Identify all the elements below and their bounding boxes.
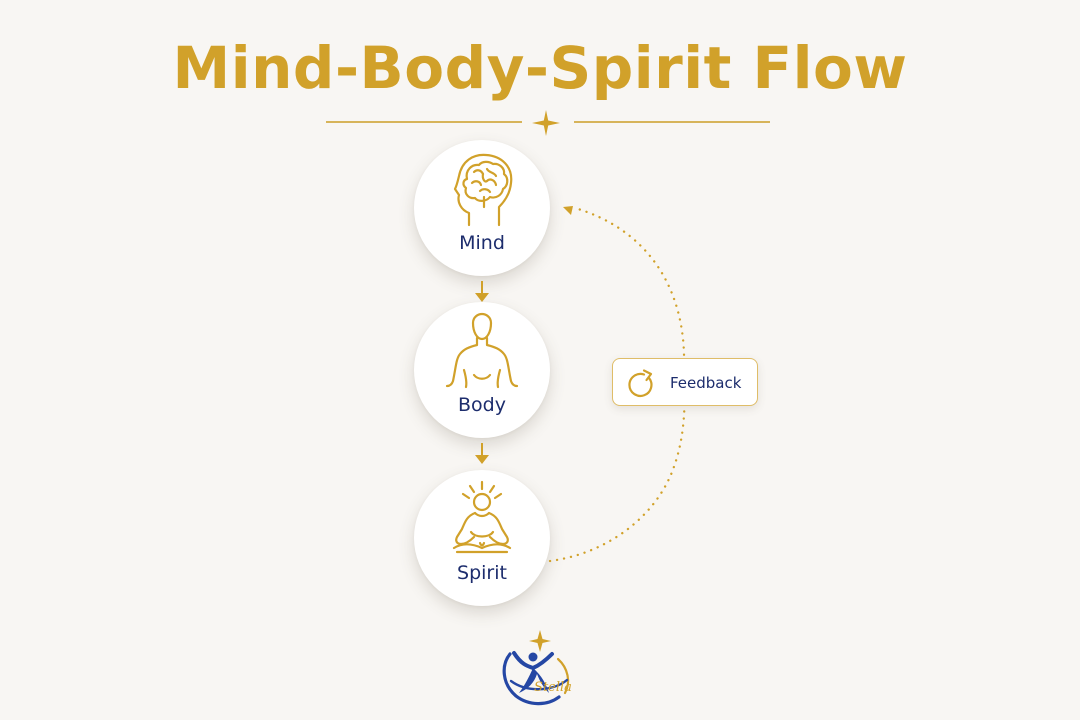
spirit-node: Spirit [414,470,550,606]
feedback-label: Feedback [670,374,742,392]
page-title: Mind-Body-Spirit Flow [172,34,908,102]
feedback-label-box: Feedback [612,358,758,406]
mind-node: Mind [414,140,550,276]
body-node: Body [414,302,550,438]
logo-text: Stella [534,680,572,695]
title-divider-right [574,121,770,123]
node-label-body: Body [458,394,506,416]
meditation-figure-icon [452,480,512,554]
divider-star-icon [532,110,560,136]
body-silhouette-icon [445,312,519,389]
title-divider-left [326,121,522,123]
node-label-mind: Mind [459,232,505,254]
arrow-mind-to-body-icon [475,281,489,302]
arrow-body-to-spirit-icon [475,443,489,464]
brain-head-icon [453,153,513,227]
refresh-icon [628,369,653,398]
node-label-spirit: Spirit [457,562,507,584]
stella-logo: Stella [502,630,572,706]
